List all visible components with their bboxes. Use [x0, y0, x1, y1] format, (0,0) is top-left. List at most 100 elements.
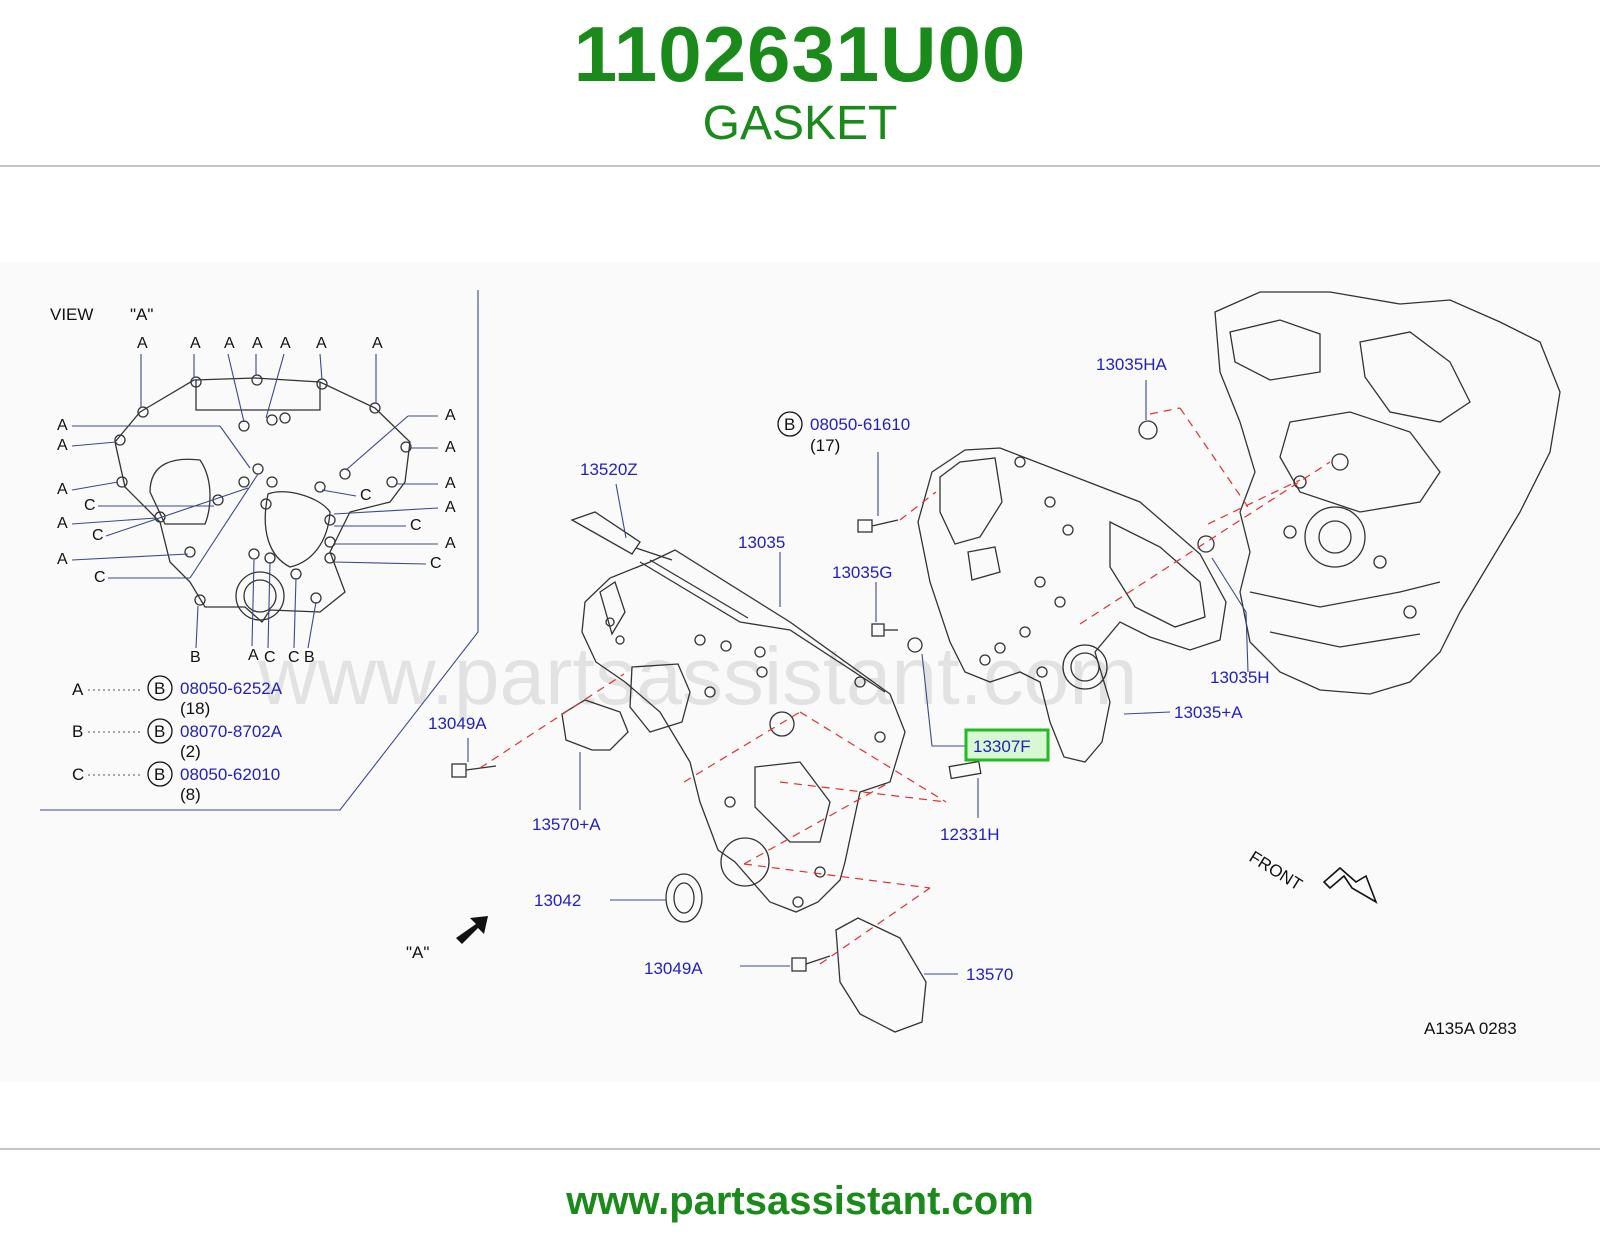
svg-text:B: B — [190, 649, 201, 666]
rear-cover-body — [917, 447, 1227, 763]
bolt-13049a-lower — [791, 955, 831, 972]
view-title: VIEW — [50, 305, 93, 324]
bolt-holes — [114, 374, 412, 606]
dowel-12331h — [948, 760, 982, 780]
front-timing-cover — [581, 549, 906, 913]
svg-text:C: C — [410, 517, 422, 534]
cover-window-left — [149, 458, 211, 525]
svg-text:A: A — [280, 335, 291, 352]
svg-text:A: A — [224, 335, 235, 352]
gasket-13570 — [835, 917, 927, 1033]
svg-text:A: A — [57, 417, 68, 434]
cover-ear-left — [599, 580, 626, 636]
inset-border — [40, 290, 479, 811]
legend-part-c: 08050-62010 — [180, 765, 280, 784]
bolt-08050-61610 — [857, 519, 899, 533]
crank-bore — [720, 837, 770, 887]
view-a-inset: VIEW "A" A A A A A A — [40, 290, 479, 811]
svg-text:C: C — [84, 497, 96, 514]
svg-text:C: C — [92, 527, 104, 544]
svg-text:A: A — [445, 407, 456, 424]
small-parts — [451, 420, 1215, 1033]
svg-text:A: A — [372, 335, 383, 352]
svg-text:A: A — [248, 647, 259, 664]
legend-circle-a — [147, 675, 173, 701]
rear-window-upper — [939, 457, 1003, 545]
inset-bracket — [195, 380, 321, 411]
legend-key-c: C — [72, 765, 84, 784]
svg-text:C: C — [288, 649, 300, 666]
svg-text:A: A — [190, 335, 201, 352]
cover-top-rib-2 — [649, 559, 749, 619]
dipstick-handle — [570, 511, 641, 555]
cover-outline — [114, 377, 411, 623]
callout-13570: 13570 — [966, 965, 1013, 984]
svg-text:A: A — [252, 335, 263, 352]
svg-text:A: A — [137, 335, 148, 352]
callout-12331h: 12331H — [940, 825, 1000, 844]
legend-circle-b — [147, 718, 173, 744]
part-name-subtitle: GASKET — [702, 97, 898, 150]
svg-text:B: B — [154, 679, 165, 698]
svg-text:A: A — [445, 475, 456, 492]
callout-13307f: 13307F — [973, 737, 1031, 756]
svg-text:B: B — [304, 649, 315, 666]
gasket-13570a — [561, 699, 629, 751]
rear-bracket — [967, 546, 1001, 581]
svg-text:A: A — [57, 437, 68, 454]
part-number-title: 1102631U00 — [573, 10, 1027, 98]
engine-block — [1214, 291, 1561, 695]
callout-13035h: 13035H — [1210, 668, 1270, 687]
legend-qty-c: (8) — [180, 785, 201, 804]
legend-part-b: 08070-8702A — [180, 722, 283, 741]
svg-text:A: A — [57, 481, 68, 498]
rear-timing-cover — [917, 447, 1227, 763]
footer-website[interactable]: www.partsassistant.com — [566, 1179, 1034, 1223]
parts-diagram: www.partsassistant.com VIEW "A" A A — [0, 262, 1600, 1082]
callout-leaders — [467, 380, 1249, 975]
legend-circle-c — [147, 761, 173, 787]
svg-text:A: A — [445, 439, 456, 456]
callout-b-letter: B — [784, 415, 795, 434]
parts-diagram-svg: www.partsassistant.com VIEW "A" A A — [40, 290, 1561, 1038]
view-a-arrow-icon — [456, 916, 488, 944]
highlight-box-13307f — [964, 728, 1050, 762]
front-label: FRONT — [1246, 847, 1306, 894]
legend-qty-b: (2) — [180, 742, 201, 761]
svg-text:A: A — [316, 335, 327, 352]
callout-13520z: 13520Z — [580, 460, 638, 479]
svg-text:A: A — [445, 535, 456, 552]
alignment-lines — [479, 407, 1331, 965]
o-ring-13035g — [907, 637, 923, 653]
pump-bore — [769, 711, 795, 737]
callout-13035a: 13035+A — [1174, 703, 1243, 722]
svg-text:A: A — [445, 499, 456, 516]
page-header: 1102631U00 GASKET — [0, 0, 1600, 168]
bolt-13035g — [871, 623, 898, 637]
crank-seal-inner — [243, 579, 277, 613]
svg-text:B: B — [154, 765, 165, 784]
watermark-text: www.partsassistant.com — [257, 631, 1138, 722]
legend-part-a: 08050-6252A — [180, 679, 283, 698]
dipstick-guide — [570, 511, 673, 561]
callout-13042: 13042 — [534, 891, 581, 910]
rear-pump-bore — [1062, 644, 1108, 690]
o-ring-13035ha — [1138, 420, 1158, 440]
legend-qty-a: (18) — [180, 699, 210, 718]
engine-outline — [1214, 291, 1561, 695]
view-a-arrow-label: "A" — [406, 943, 429, 962]
cover-body — [581, 549, 906, 913]
crank-seal-ring — [235, 571, 285, 621]
svg-text:B: B — [154, 722, 165, 741]
callout-13035ha: 13035HA — [1096, 355, 1168, 374]
fastener-legend: A B 08050-6252A (18) B B 08070-8702A (2)… — [72, 675, 283, 804]
callout-13035g: 13035G — [832, 563, 893, 582]
cover-window-right — [264, 491, 331, 568]
callout-13035: 13035 — [738, 533, 785, 552]
footer-divider — [0, 1148, 1600, 1150]
bolt-13049a-upper — [451, 763, 497, 778]
o-ring-13035h — [1197, 535, 1215, 553]
front-arrow-icon — [1322, 866, 1378, 904]
rear-window-right — [1109, 520, 1206, 628]
callout-08050-61610: 08050-61610 — [810, 415, 910, 434]
